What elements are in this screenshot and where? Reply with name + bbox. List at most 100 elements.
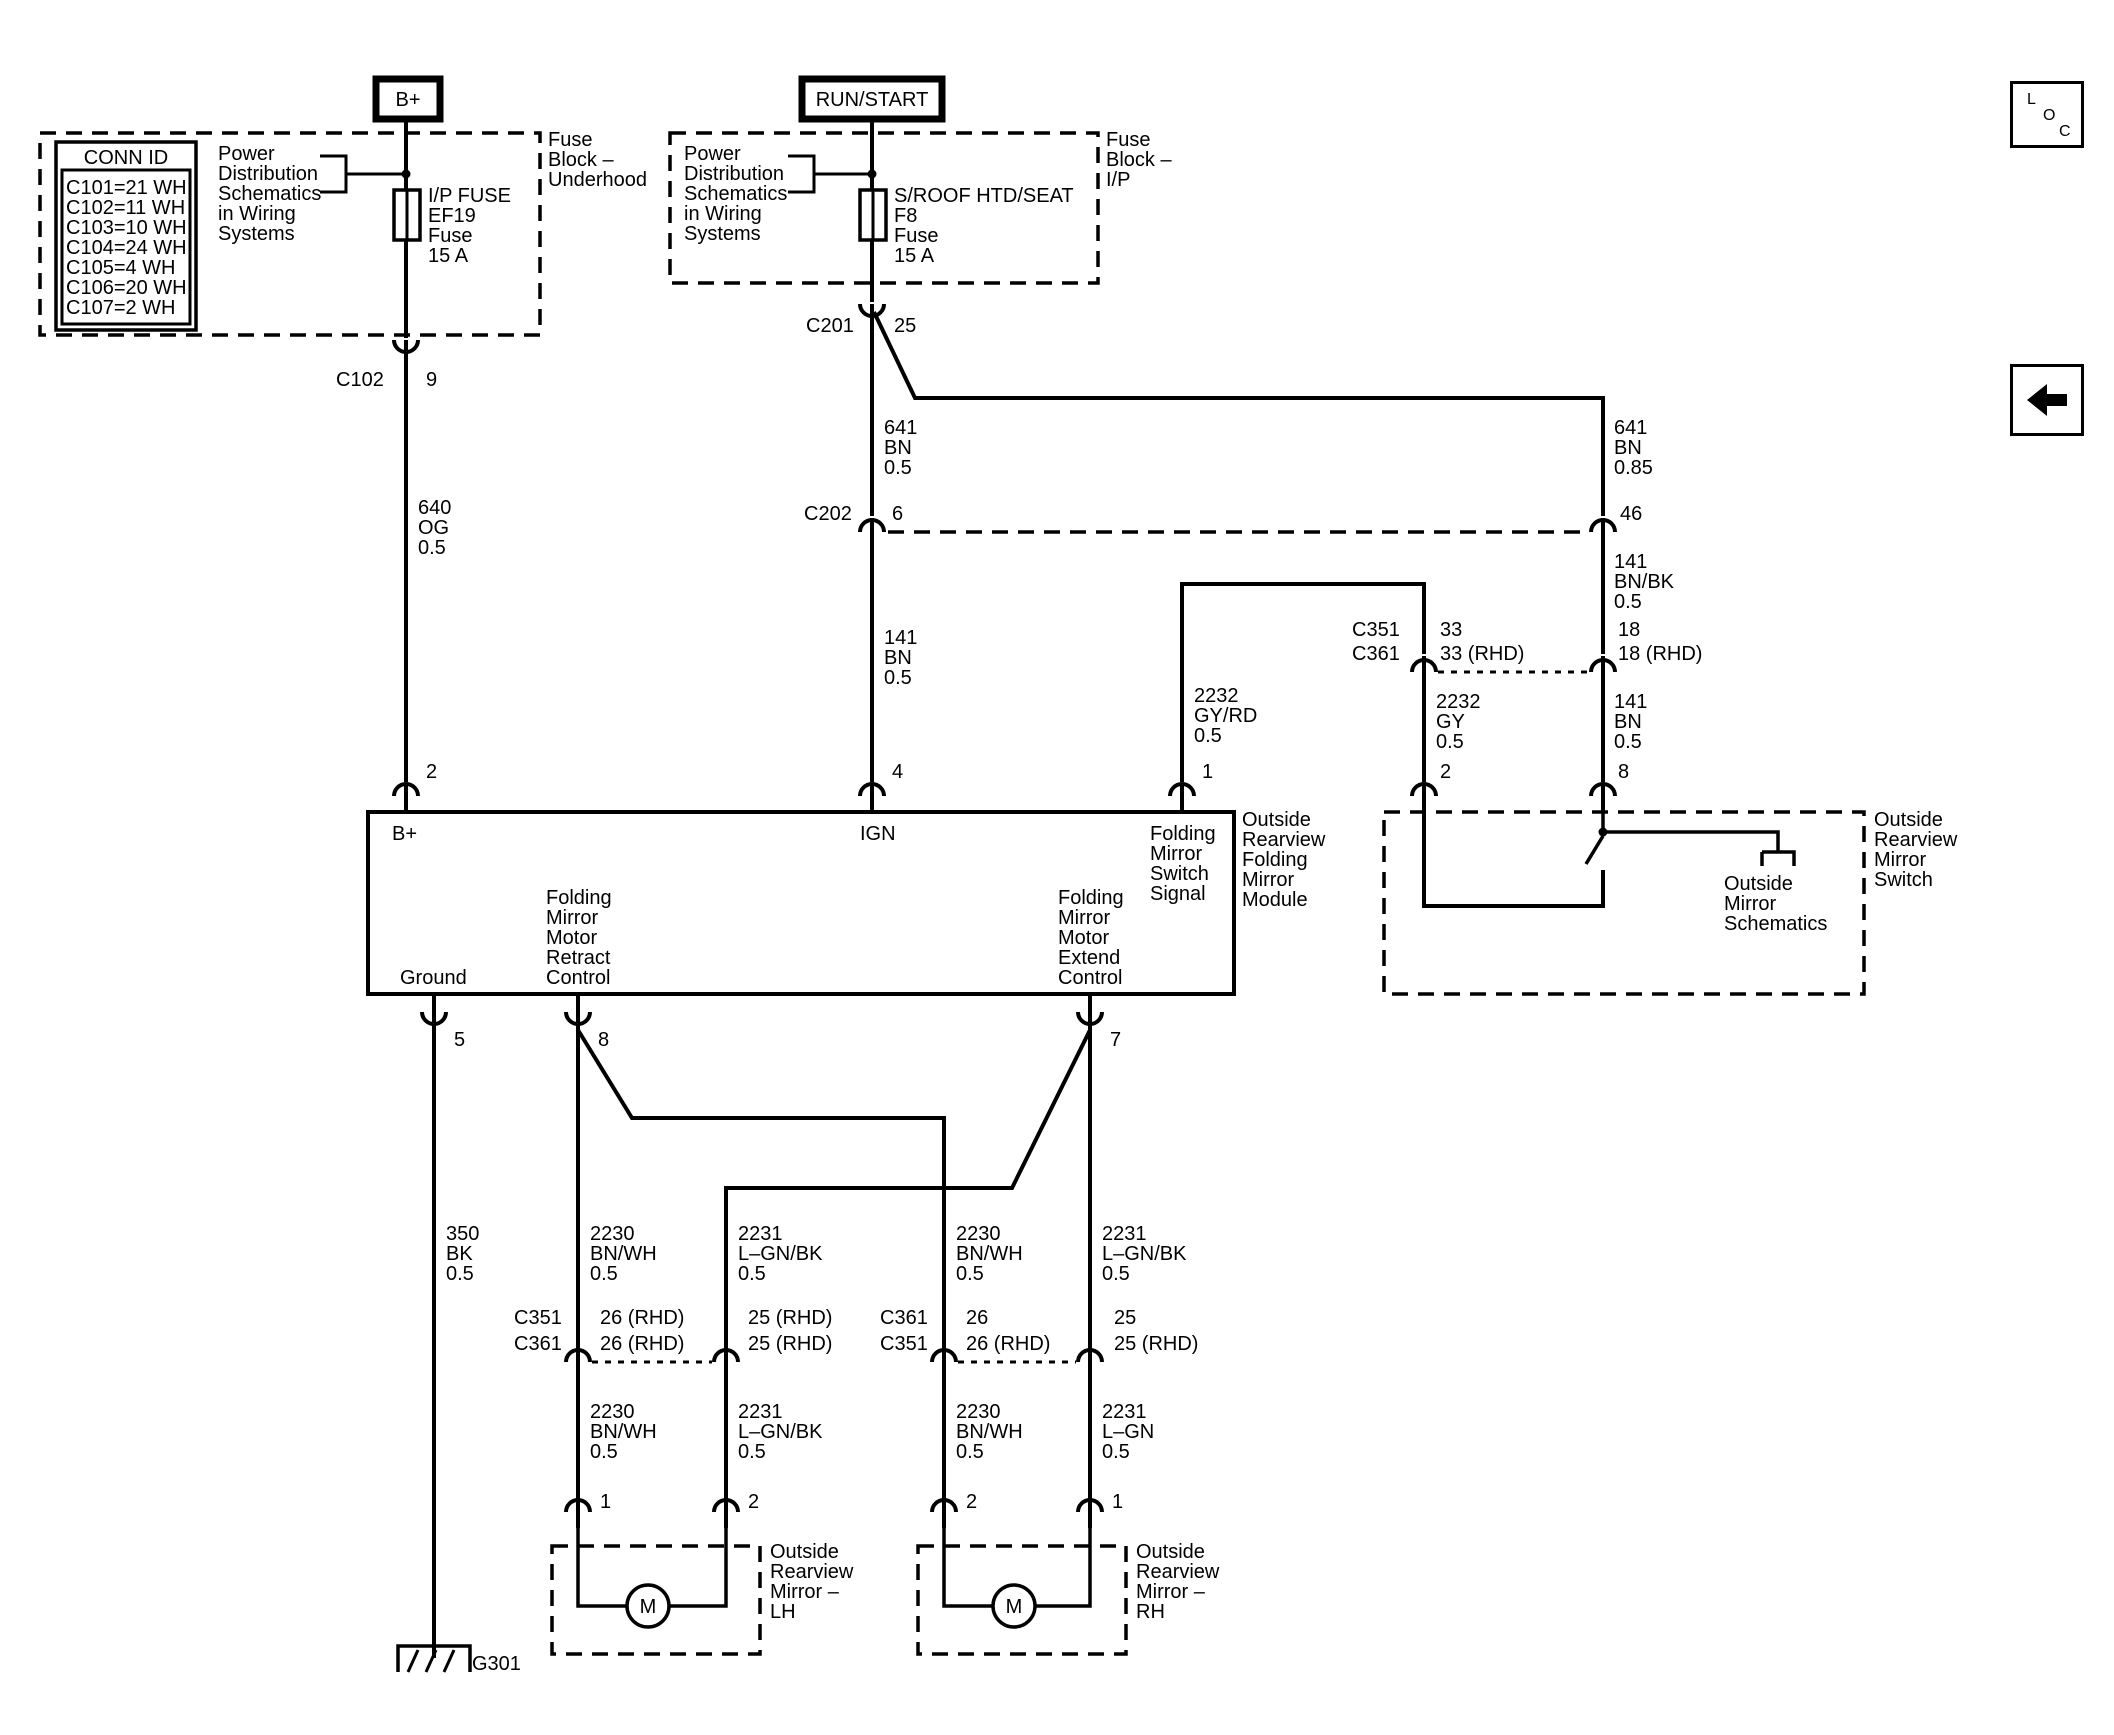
fuse-text: F8 (894, 205, 917, 227)
ground-label: G301 (472, 1653, 521, 1675)
wire-text: 0.5 (1102, 1263, 1130, 1285)
outside-mirror-switch: 2 8 Outside Mirror Schematics Outside Re… (1382, 761, 1958, 996)
mirror-rh-name: Rearview (1136, 1561, 1220, 1583)
wire-2230a-label: 2230 BN/WH 0.5 (590, 1223, 657, 1285)
wire-paths (401, 119, 1605, 1658)
module-retract-text: Retract (546, 947, 611, 969)
wire-text: BN (1614, 437, 1642, 459)
wire-text: BN (1614, 711, 1642, 733)
mirror-rh-name: RH (1136, 1601, 1165, 1623)
module-extend-text: Extend (1058, 947, 1120, 969)
pin-module-gnd (420, 994, 448, 1026)
module-pin-label: 8 (598, 1029, 609, 1051)
wire-641a-label: 641 BN 0.5 (884, 417, 917, 479)
pin-module-bplus (392, 782, 420, 812)
wire-2230c-label: 2230 BN/WH 0.5 (590, 1401, 657, 1463)
wire-text: BN/WH (956, 1243, 1023, 1265)
wire-text: 2231 (738, 1223, 783, 1245)
wire-2231a-label: 2231 L–GN/BK 0.5 (738, 1223, 823, 1285)
wire-text: 2230 (956, 1401, 1001, 1423)
c201-pin-label: 25 (894, 315, 916, 337)
wire-text: 0.5 (418, 537, 446, 559)
loc-letter: C (2059, 123, 2071, 140)
lower-conn-text: C361 (880, 1307, 928, 1329)
pin-mirror-lh-a (564, 1498, 592, 1528)
module-retract-text: Mirror (546, 907, 599, 929)
fuse-text: 15 A (428, 245, 469, 267)
fuse-text: 15 A (894, 245, 935, 267)
module-pin-label: 1 (1202, 761, 1213, 783)
module-retract-text: Control (546, 967, 610, 989)
back-button[interactable] (2010, 364, 2084, 436)
pin-c202-a (858, 518, 886, 544)
fuse-ef19: I/P FUSE EF19 Fuse 15 A (392, 185, 511, 267)
fuse-text: S/ROOF HTD/SEAT (894, 185, 1074, 207)
c202-pin-label: 46 (1620, 503, 1642, 525)
wire-text: 0.5 (1194, 725, 1222, 747)
wire-text: BN/BK (1614, 571, 1675, 593)
wire-2230d-label: 2230 BN/WH 0.5 (956, 1401, 1023, 1463)
wire-text: 350 (446, 1223, 479, 1245)
c361-pin-label: 33 (RHD) (1440, 643, 1524, 665)
wire-text: L–GN/BK (738, 1243, 823, 1265)
wire-text: 0.5 (738, 1441, 766, 1463)
bplus-source: B+ (372, 75, 444, 123)
loc-button[interactable]: L O C (2010, 81, 2084, 148)
run-start-source: RUN/START (798, 75, 946, 123)
pds-text: Schematics (218, 183, 321, 205)
wire-text: 2231 (1102, 1223, 1147, 1245)
wire-text: 2230 (956, 1223, 1001, 1245)
wire-text: 2231 (738, 1401, 783, 1423)
c351-pin-label: 33 (1440, 619, 1462, 641)
lower-conn-text: C351 (880, 1333, 928, 1355)
wire-text: BN (884, 647, 912, 669)
loc-letter: O (2043, 107, 2056, 124)
wire-text: 0.5 (446, 1263, 474, 1285)
lower-connector-labels: C351 C361 26 (RHD) 26 (RHD) 25 (RHD) 25 … (514, 1307, 1198, 1355)
module-pin-label: 2 (426, 761, 437, 783)
wire-text: 0.5 (1614, 591, 1642, 613)
block-name-text: Fuse (548, 129, 592, 151)
motor-lh-label: M (640, 1596, 657, 1618)
pds-text: Distribution (218, 163, 318, 185)
pin-switch-ign (1589, 782, 1617, 812)
wire-141b-label: 141 BN/BK 0.5 (1614, 551, 1675, 613)
pds-text: in Wiring (218, 203, 296, 225)
switch-ref-text: Mirror (1724, 893, 1777, 915)
wire-text: 0.5 (1436, 731, 1464, 753)
wire-text: 641 (1614, 417, 1647, 439)
module-name-text: Module (1242, 889, 1308, 911)
switch-name-text: Outside (1874, 809, 1943, 831)
wire-text: BN (884, 437, 912, 459)
fuse-text: I/P FUSE (428, 185, 511, 207)
wire-labels: 640 OG 0.5 641 BN 0.5 641 BN 0.85 141 BN… (418, 417, 1675, 1463)
wire-text: 0.5 (1614, 731, 1642, 753)
wire-2231c-label: 2231 L–GN/BK 0.5 (738, 1401, 823, 1463)
wire-text: L–GN/BK (738, 1421, 823, 1443)
pin-mirror-rh-b (1076, 1498, 1104, 1528)
module-extend-text: Mirror (1058, 907, 1111, 929)
c361-label: C361 (1352, 643, 1400, 665)
switch-name-text: Switch (1874, 869, 1933, 891)
pin-mirror-rh-a (930, 1498, 958, 1528)
block-name-text: Underhood (548, 169, 647, 191)
module-name-text: Rearview (1242, 829, 1326, 851)
pin-lower-r-b (1076, 1348, 1104, 1374)
fuse-text: EF19 (428, 205, 476, 227)
pin-module-extend (1076, 994, 1104, 1026)
conn-id-row: C102=11 WH (66, 197, 185, 219)
mirror-pin-label: 1 (1112, 1491, 1123, 1513)
module-sig-text: Switch (1150, 863, 1209, 885)
module-name-text: Folding (1242, 849, 1308, 871)
pin-lower-l-a (564, 1348, 592, 1374)
c361-pin-label: 18 (RHD) (1618, 643, 1702, 665)
module-sig-text: Folding (1150, 823, 1216, 845)
wire-2232b-label: 2232 GY 0.5 (1436, 691, 1481, 753)
mirror-rh-name: Outside (1136, 1541, 1205, 1563)
mirror-pin-label: 2 (748, 1491, 759, 1513)
conn-id-row: C104=24 WH (66, 237, 187, 259)
conn-id-row: C105=4 WH (66, 257, 176, 279)
wire-350-label: 350 BK 0.5 (446, 1223, 479, 1285)
pds-text: Systems (684, 223, 761, 245)
wire-text: GY (1436, 711, 1465, 733)
